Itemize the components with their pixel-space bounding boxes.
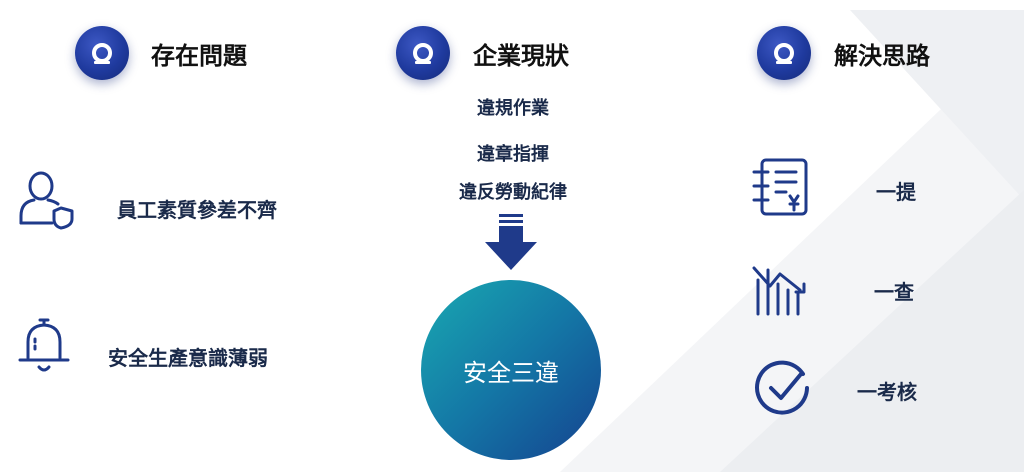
- user-shield-icon: [19, 171, 74, 230]
- status-item: 違章指揮: [477, 144, 549, 165]
- header-solutions-title: 解決思路: [834, 42, 930, 70]
- header-status-title: 企業現狀: [473, 42, 569, 70]
- status-item: 違反勞動紀律: [459, 182, 567, 203]
- solution-item: 一提: [876, 180, 916, 204]
- header-badge-icon: [757, 26, 811, 80]
- down-arrow-icon: [485, 214, 537, 270]
- problem-item: 安全生產意識薄弱: [108, 346, 268, 370]
- status-item: 違規作業: [477, 98, 549, 119]
- header-badge-icon: [396, 26, 450, 80]
- document-yen-icon: [752, 158, 808, 216]
- result-label: 安全三違: [463, 358, 559, 387]
- header-badge-icon: [75, 26, 129, 80]
- header-problems-title: 存在問題: [151, 42, 247, 70]
- bar-chart-icon: [752, 266, 806, 316]
- problem-item: 員工素質參差不齊: [117, 198, 277, 222]
- solution-item: 一查: [874, 280, 914, 304]
- check-circle-icon: [755, 360, 809, 415]
- result-circle: 安全三違: [421, 280, 601, 460]
- solution-item: 一考核: [857, 380, 917, 404]
- bell-icon: [18, 318, 70, 372]
